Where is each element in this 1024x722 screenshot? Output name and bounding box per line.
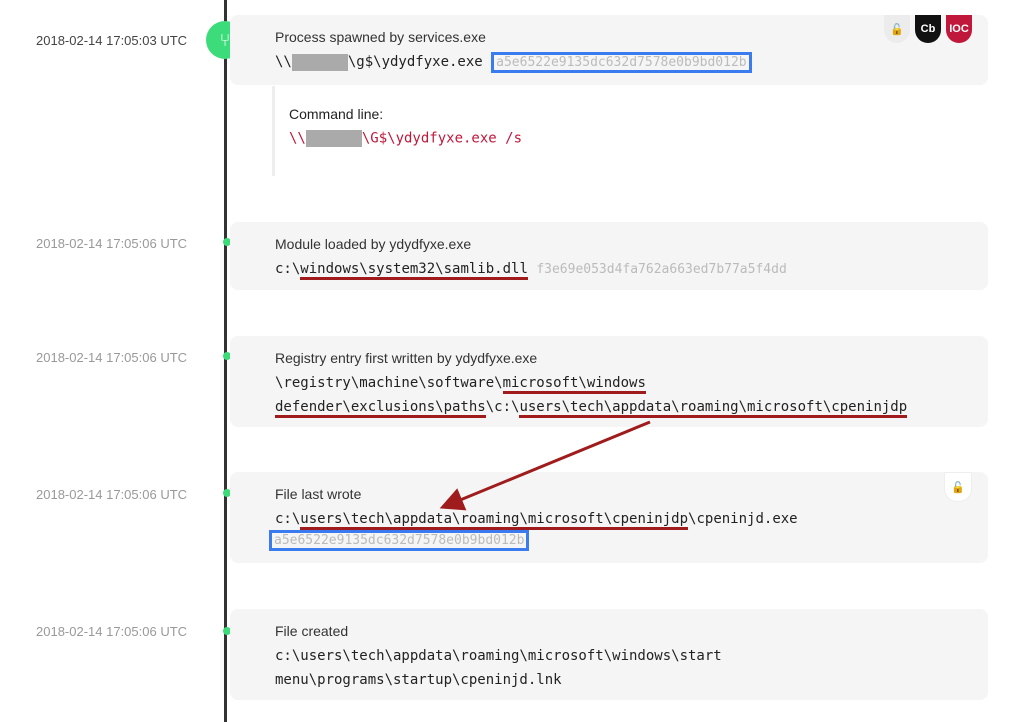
event-card-file-created[interactable]: File created c:\users\tech\appdata\roami… — [230, 609, 988, 700]
event-path: \registry\machine\software\microsoft\win… — [275, 371, 988, 419]
hash-value[interactable]: a5e6522e9135dc632d7578e0b9bd012b — [491, 52, 752, 73]
path-part-underlined: windows\system32\samlib.dll — [300, 261, 528, 280]
command-line-label: Command line: — [289, 106, 384, 122]
path-line: menu\programs\startup\cpeninjd.lnk — [275, 672, 562, 688]
event-timestamp: 2018-02-14 17:05:06 UTC — [36, 350, 188, 365]
cmd-prefix: \\ — [289, 130, 306, 147]
path-line: c:\users\tech\appdata\roaming\microsoft\… — [275, 648, 722, 664]
event-card-file-last-wrote[interactable]: 🔓 File last wrote c:\users\tech\appdata\… — [230, 472, 988, 563]
path-part-underlined: users\tech\appdata\roaming\microsoft\cpe… — [519, 399, 908, 418]
event-card-module-loaded[interactable]: Module loaded by ydydfyxe.exe c:\windows… — [230, 222, 988, 290]
cmd-suffix: \G$\ydydfyxe.exe /s — [361, 130, 523, 147]
path-part-underlined: defender\exclusions\paths — [275, 399, 486, 418]
unlock-icon[interactable]: 🔓 — [884, 15, 910, 43]
event-card-registry-written[interactable]: Registry entry first written by ydydfyxe… — [230, 336, 988, 427]
ioc-badge[interactable]: IOC — [946, 15, 972, 43]
redacted-block — [305, 130, 362, 147]
timeline-dot — [223, 627, 231, 635]
event-title: File created — [275, 623, 349, 639]
event-timestamp: 2018-02-14 17:05:06 UTC — [36, 236, 188, 251]
event-title: Process spawned by services.exe — [275, 29, 486, 45]
timeline-dot — [223, 238, 231, 246]
event-path: c:\users\tech\appdata\roaming\microsoft\… — [275, 644, 988, 692]
path-part-underlined: microsoft\windows — [502, 375, 646, 394]
event-path: c:\users\tech\appdata\roaming\microsoft\… — [275, 507, 988, 531]
event-path: c:\windows\system32\samlib.dll f3e69e053… — [275, 257, 988, 282]
path-suffix: \g$\ydydfyxe.exe — [347, 54, 483, 70]
event-timestamp: 2018-02-14 17:05:06 UTC — [36, 487, 188, 502]
cb-badge[interactable]: Cb — [915, 15, 941, 43]
event-title: Module loaded by ydydfyxe.exe — [275, 236, 472, 252]
unlock-icon[interactable]: 🔓 — [944, 472, 972, 502]
timeline-dot — [223, 489, 231, 497]
path-part: \registry\machine\software\ — [275, 375, 503, 391]
hash-value[interactable]: f3e69e053d4fa762a663ed7b77a5f4dd — [536, 262, 787, 277]
path-part: \cpeninjd.exe — [688, 511, 798, 527]
event-timestamp: 2018-02-14 17:05:06 UTC — [36, 624, 188, 639]
path-part: c:\ — [275, 261, 301, 277]
event-path: \\ \g$\ydydfyxe.exe a5e6522e9135dc632d757… — [275, 50, 988, 75]
event-timestamp: 2018-02-14 17:05:03 UTC — [36, 33, 188, 48]
path-prefix: \\ — [275, 54, 292, 70]
path-part: c:\ — [275, 511, 301, 527]
command-line-value: \\ \G$\ydydfyxe.exe /s — [289, 130, 972, 147]
timeline-dot — [223, 352, 231, 360]
path-part: \c:\ — [485, 399, 520, 415]
hash-value[interactable]: a5e6522e9135dc632d7578e0b9bd012b — [269, 530, 530, 551]
event-card-process-spawned[interactable]: 🔓 Cb IOC Process spawned by services.exe… — [230, 15, 988, 85]
redacted-block — [291, 53, 348, 71]
path-part-underlined: users\tech\appdata\roaming\microsoft\cpe… — [300, 511, 689, 530]
timeline-line — [224, 0, 227, 722]
event-title: Registry entry first written by ydydfyxe… — [275, 350, 538, 366]
command-line-block: Command line: \\ \G$\ydydfyxe.exe /s — [272, 86, 972, 176]
event-title: File last wrote — [275, 486, 362, 502]
